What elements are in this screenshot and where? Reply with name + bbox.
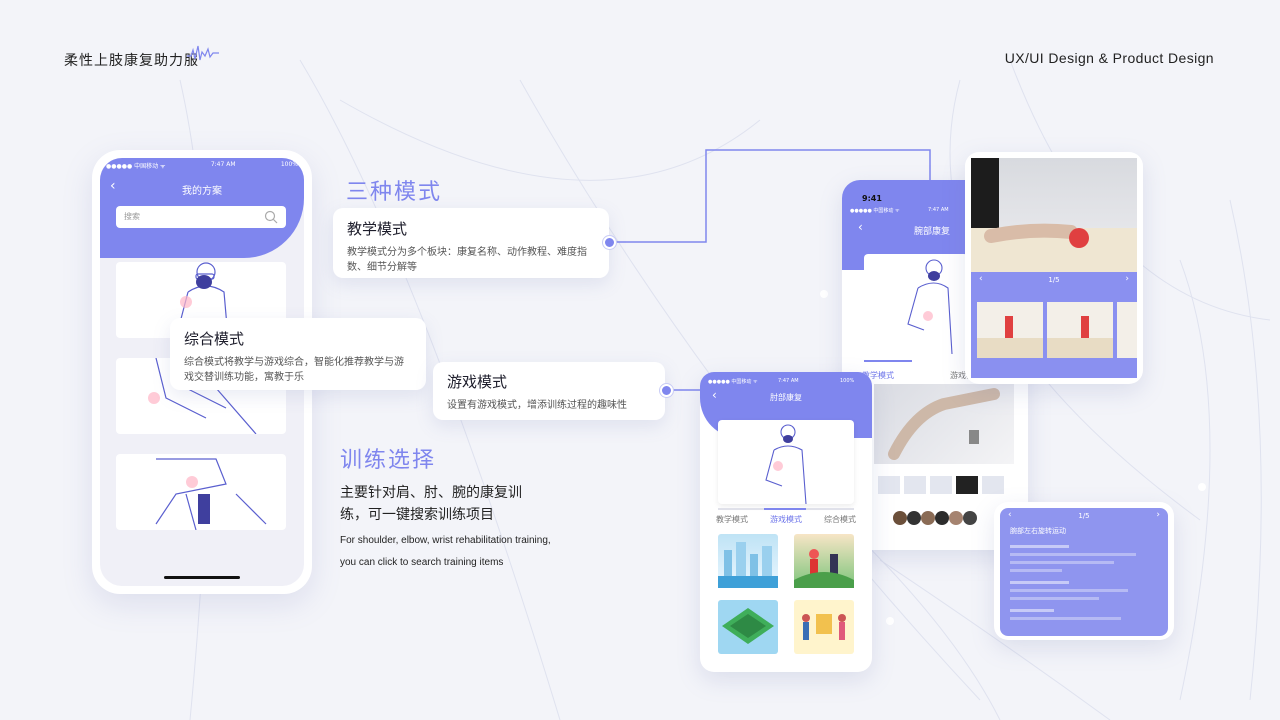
- brand-title: 柔性上肢康复助力服: [64, 53, 199, 69]
- tagline: UX/UI Design & Product Design: [1004, 50, 1214, 66]
- detail-pager: 1/5: [1078, 512, 1090, 520]
- wrist-illustration: [155, 458, 267, 530]
- thumbnail[interactable]: [878, 476, 900, 494]
- status-time: 7:47 AM: [210, 161, 236, 168]
- teaching-mode-title: 教学模式: [347, 220, 408, 238]
- game-thumb-city[interactable]: [718, 534, 778, 588]
- step-illustration: [977, 316, 1043, 358]
- exercise-step-panel: ‹ 1/5 ›: [971, 272, 1137, 378]
- wrist-back-chevron-icon[interactable]: ‹: [858, 220, 863, 234]
- step-photo[interactable]: [1047, 302, 1113, 358]
- elbow-tab-combined[interactable]: 综合模式: [824, 515, 856, 524]
- combined-mode-title: 综合模式: [184, 330, 245, 348]
- exercise-main-photo: [971, 158, 1137, 278]
- wrist-phone-mockup: 9:41 ●●●●● 中国移动 ᯤ 7:47 AM ‹ 腕部康复 教学模式 游戏…: [842, 180, 1028, 550]
- training-desc-en: For shoulder, elbow, wrist rehabilitatio…: [340, 535, 551, 568]
- teaching-mode-desc: 教学模式分为多个板块：康复名称、动作教程、难度指数、细节分解等: [347, 247, 587, 273]
- detail-title: 腕部左右旋转运动: [1010, 527, 1066, 535]
- next-arrow-icon[interactable]: ›: [1125, 274, 1129, 284]
- thumbnail[interactable]: [904, 476, 926, 494]
- training-card-wrist[interactable]: [116, 454, 286, 530]
- elbow-tab-indicator: [764, 508, 806, 510]
- elbow-status-time: 7:47 AM: [778, 378, 799, 384]
- game-mode-desc: 设置有游戏模式，增添训练过程的趣味性: [447, 400, 627, 411]
- game-mode-title: 游戏模式: [447, 373, 508, 391]
- wrist-phone-clock: 9:41: [862, 194, 882, 203]
- modes-heading: 三种模式: [346, 180, 443, 205]
- training-heading: 训练选择: [340, 448, 437, 473]
- elbow-figure-illustration: [765, 424, 807, 505]
- game-mode-dot: [660, 384, 673, 397]
- wrist-tab-bar: 教学模式 游戏模式: [862, 370, 982, 381]
- elbow-tab-teaching[interactable]: 教学模式: [716, 515, 748, 524]
- step-photo[interactable]: [1117, 302, 1137, 358]
- game-mode-callout: 游戏模式 设置有游戏模式，增添训练过程的趣味性: [433, 362, 665, 420]
- photo-pager: 1/5: [1048, 276, 1060, 284]
- back-chevron-icon[interactable]: ‹: [110, 178, 116, 194]
- elbow-phone-mockup: ●●●●● 中国移动 ᯤ 7:47 AM 100% ‹ 肘部康复 教学模式 游戏…: [700, 372, 872, 672]
- exercise-detail-card: ‹ 1/5 › 腕部左右旋转运动: [994, 502, 1174, 640]
- home-indicator: [164, 576, 240, 579]
- teaching-mode-dot: [603, 236, 616, 249]
- exercise-photo-card: ‹ 1/5 ›: [965, 152, 1143, 384]
- wrist-thumbnail-strip: [874, 466, 1014, 500]
- elbow-illustration-card: [718, 420, 854, 505]
- wrist-tab-indicator: [864, 360, 912, 362]
- elbow-back-chevron-icon[interactable]: ‹: [712, 388, 717, 402]
- outdoor-game-illustration: [794, 549, 854, 588]
- game-thumb-outdoor[interactable]: [794, 534, 854, 588]
- city-game-illustration: [718, 542, 778, 588]
- hand-photo-illustration: [888, 388, 1000, 460]
- detail-text-lines: [1010, 542, 1158, 626]
- combined-mode-desc: 综合模式将教学与游戏综合，智能化推荐教学与游戏交替训练功能，寓教于乐: [184, 357, 404, 383]
- wrist-status-time: 7:47 AM: [928, 207, 949, 213]
- prev-arrow-icon[interactable]: ‹: [979, 274, 983, 284]
- game-thumb-people[interactable]: [794, 600, 854, 654]
- wrist-figure-illustration: [907, 259, 953, 355]
- step-photo[interactable]: [977, 302, 1043, 358]
- combined-mode-callout: 综合模式 综合模式将教学与游戏综合，智能化推荐教学与游戏交替训练功能，寓教于乐: [170, 318, 426, 390]
- wrist-tab-teaching[interactable]: 教学模式: [862, 371, 894, 380]
- status-carrier: ●●●●● 中国移动 ᯤ: [106, 163, 166, 170]
- status-battery: 100%: [280, 161, 298, 168]
- wrist-illustration-card: [864, 254, 968, 355]
- field-game-illustration: [722, 608, 774, 644]
- game-thumb-field[interactable]: [718, 600, 778, 654]
- step-illustration: [1047, 316, 1113, 358]
- status-bar: ●●●●● 中国移动 ᯤ 7:47 AM 100%: [106, 161, 298, 170]
- wrist-status-carrier: ●●●●● 中国移动 ᯤ: [850, 208, 900, 214]
- people-game-illustration: [802, 614, 846, 640]
- shoulder-illustration: [175, 262, 229, 338]
- detail-prev-arrow-icon[interactable]: ‹: [1008, 510, 1012, 520]
- dumbbell-exercise-illustration: [971, 158, 1137, 278]
- training-desc-cn: 主要针对肩、肘、腕的康复训练，可一键搜索训练项目: [340, 485, 522, 523]
- search-placeholder: 搜索: [124, 212, 140, 221]
- search-icon[interactable]: [264, 210, 278, 224]
- teaching-mode-callout: 教学模式 教学模式分为多个板块：康复名称、动作教程、难度指数、细节分解等: [333, 208, 609, 278]
- detail-next-arrow-icon[interactable]: ›: [1156, 510, 1160, 520]
- wrist-exercise-photo: [874, 384, 1014, 464]
- page-title: 我的方案: [182, 186, 222, 197]
- elbow-status-battery: 100%: [840, 378, 855, 384]
- thumbnail[interactable]: [956, 476, 978, 494]
- elbow-tab-bar: 教学模式 游戏模式 综合模式: [716, 514, 856, 525]
- thumbnail[interactable]: [930, 476, 952, 494]
- thumbnail[interactable]: [982, 476, 1004, 494]
- elbow-tab-game[interactable]: 游戏模式: [770, 515, 802, 524]
- exercise-detail-panel: ‹ 1/5 › 腕部左右旋转运动: [1000, 508, 1168, 636]
- elbow-phone-title: 肘部康复: [770, 393, 802, 402]
- search-input[interactable]: 搜索: [116, 206, 286, 228]
- wrist-avatar-row: [874, 506, 1014, 528]
- waveform-icon: [187, 45, 219, 61]
- elbow-status-carrier: ●●●●● 中国移动 ᯤ: [708, 379, 758, 385]
- wrist-phone-title: 腕部康复: [914, 227, 951, 237]
- avatar-group-icon: [893, 511, 977, 525]
